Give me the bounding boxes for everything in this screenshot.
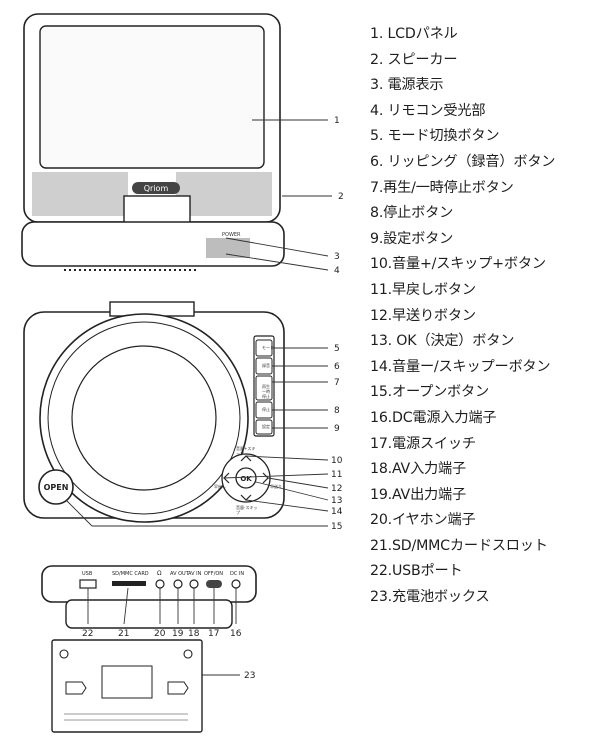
usb-label: USB [82, 571, 93, 577]
parts-list: 1. LCDパネル 2. スピーカー 3. 電源表示 4. リモコン受光部 5.… [370, 22, 598, 611]
parts-list-item: 9.設定ボタン [370, 230, 454, 247]
arrow-right [167, 681, 189, 695]
parts-list-item: 10.音量+/スキップ+ボタン [370, 256, 546, 273]
parts-list-item: 20.イヤホン端子 [370, 512, 476, 529]
parts-list-item: 17.電源スイッチ [370, 435, 476, 452]
av-in-label: AV IN [188, 571, 202, 577]
callout-8: 8 [334, 406, 340, 416]
callout-16: 16 [230, 629, 242, 639]
open-button [38, 469, 74, 505]
front-view: OK OPEN [23, 301, 285, 523]
parts-list-item: 5. モード切換ボタン [370, 128, 500, 145]
callout-5: 5 [334, 344, 340, 354]
parts-list-item: 2. スピーカー [370, 51, 458, 68]
sd-label: SD/MMC CARD [112, 571, 149, 577]
disc-lid-inner [71, 345, 217, 491]
parts-list-item: 12.早送りボタン [370, 307, 476, 324]
parts-list-item: 21.SD/MMCカードスロット [370, 537, 548, 554]
callout-22: 22 [82, 629, 93, 639]
callout-3: 3 [334, 252, 340, 262]
top-view: Qriom POWER [21, 13, 285, 271]
callout-14: 14 [331, 507, 343, 517]
callout-2: 2 [338, 192, 344, 202]
callout-10: 10 [331, 456, 343, 466]
battery-cells [101, 665, 153, 699]
parts-list-item: 3. 電源表示 [370, 77, 444, 94]
power-label: POWER [222, 232, 241, 238]
callout-21: 21 [118, 629, 129, 639]
parts-list-item: 6. リッピング（録音）ボタン [370, 153, 556, 170]
lcd-panel [39, 25, 265, 169]
speaker-grille-right [176, 172, 272, 216]
dc-in-label: DC IN [230, 571, 244, 577]
speaker-grille-left [32, 172, 128, 216]
brand-label: Qriom [144, 184, 169, 193]
ok-label: OK [240, 475, 252, 483]
parts-list-item: 16.DC電源入力端子 [370, 409, 497, 426]
hinge [123, 195, 191, 225]
parts-list-item: 13. OK（決定）ボタン [370, 333, 515, 350]
off-on-label: OFF/ON [204, 571, 223, 577]
setup-button [255, 419, 273, 435]
sd-slot [112, 581, 146, 586]
callout-12: 12 [331, 484, 342, 494]
callout-13: 13 [331, 496, 342, 506]
callout-23: 23 [244, 671, 255, 681]
callout-19: 19 [172, 629, 184, 639]
screw-right [183, 649, 193, 659]
callout-18: 18 [188, 629, 200, 639]
callout-7: 7 [334, 378, 340, 388]
parts-list-item: 14.音量ー/スキップーボタン [370, 358, 551, 375]
parts-list-item: 7.再生/一時停止ボタン [370, 179, 514, 196]
av-out-label: AV OUT [170, 571, 190, 577]
earphone-label: Ω [157, 570, 162, 577]
callout-numbers: 1 2 3 4 5 6 7 8 9 10 11 12 13 14 15 16 1… [82, 116, 344, 681]
callout-11: 11 [331, 470, 342, 480]
ok-button [235, 467, 257, 489]
arrow-left [65, 681, 87, 695]
parts-list-item: 15.オープンボタン [370, 384, 490, 401]
play-pause-button [255, 375, 273, 401]
parts-list-item: 11.早戻しボタン [370, 281, 476, 298]
disc-lid-outer [39, 313, 249, 523]
screw-left [59, 649, 69, 659]
callout-15: 15 [331, 522, 342, 532]
device-diagram: Qriom POWER OK OPEN [21, 13, 344, 733]
parts-list-item: 23.充電池ボックス [370, 589, 490, 606]
parts-list-item: 4. リモコン受光部 [370, 102, 486, 119]
brand-plate [132, 182, 180, 194]
side-view: USB SD/MMC CARD Ω AV OUT AV IN OFF/ON DC… [41, 565, 257, 629]
button-column [253, 335, 275, 437]
parts-list-item: 18.AV入力端子 [370, 461, 467, 478]
callout-1: 1 [334, 116, 340, 126]
parts-list-item: 19.AV出力端子 [370, 486, 467, 503]
callout-6: 6 [334, 362, 340, 372]
callout-4: 4 [334, 266, 340, 276]
parts-list-item: 8.停止ボタン [370, 205, 454, 222]
callout-17: 17 [208, 629, 219, 639]
disc-lid-ring [47, 321, 241, 515]
power-switch [206, 580, 222, 588]
open-label: OPEN [44, 483, 69, 492]
bottom-view [51, 639, 203, 733]
battery-box-body [65, 599, 233, 629]
parts-list-item: 1. LCDパネル [370, 26, 458, 42]
usb-port [79, 579, 97, 589]
leader-lines [65, 119, 332, 676]
remote-sensor [206, 238, 250, 258]
side-body [41, 565, 257, 603]
parts-list-item: 22.USBポート [370, 563, 463, 580]
callout-20: 20 [154, 629, 166, 639]
callout-9: 9 [334, 424, 340, 434]
